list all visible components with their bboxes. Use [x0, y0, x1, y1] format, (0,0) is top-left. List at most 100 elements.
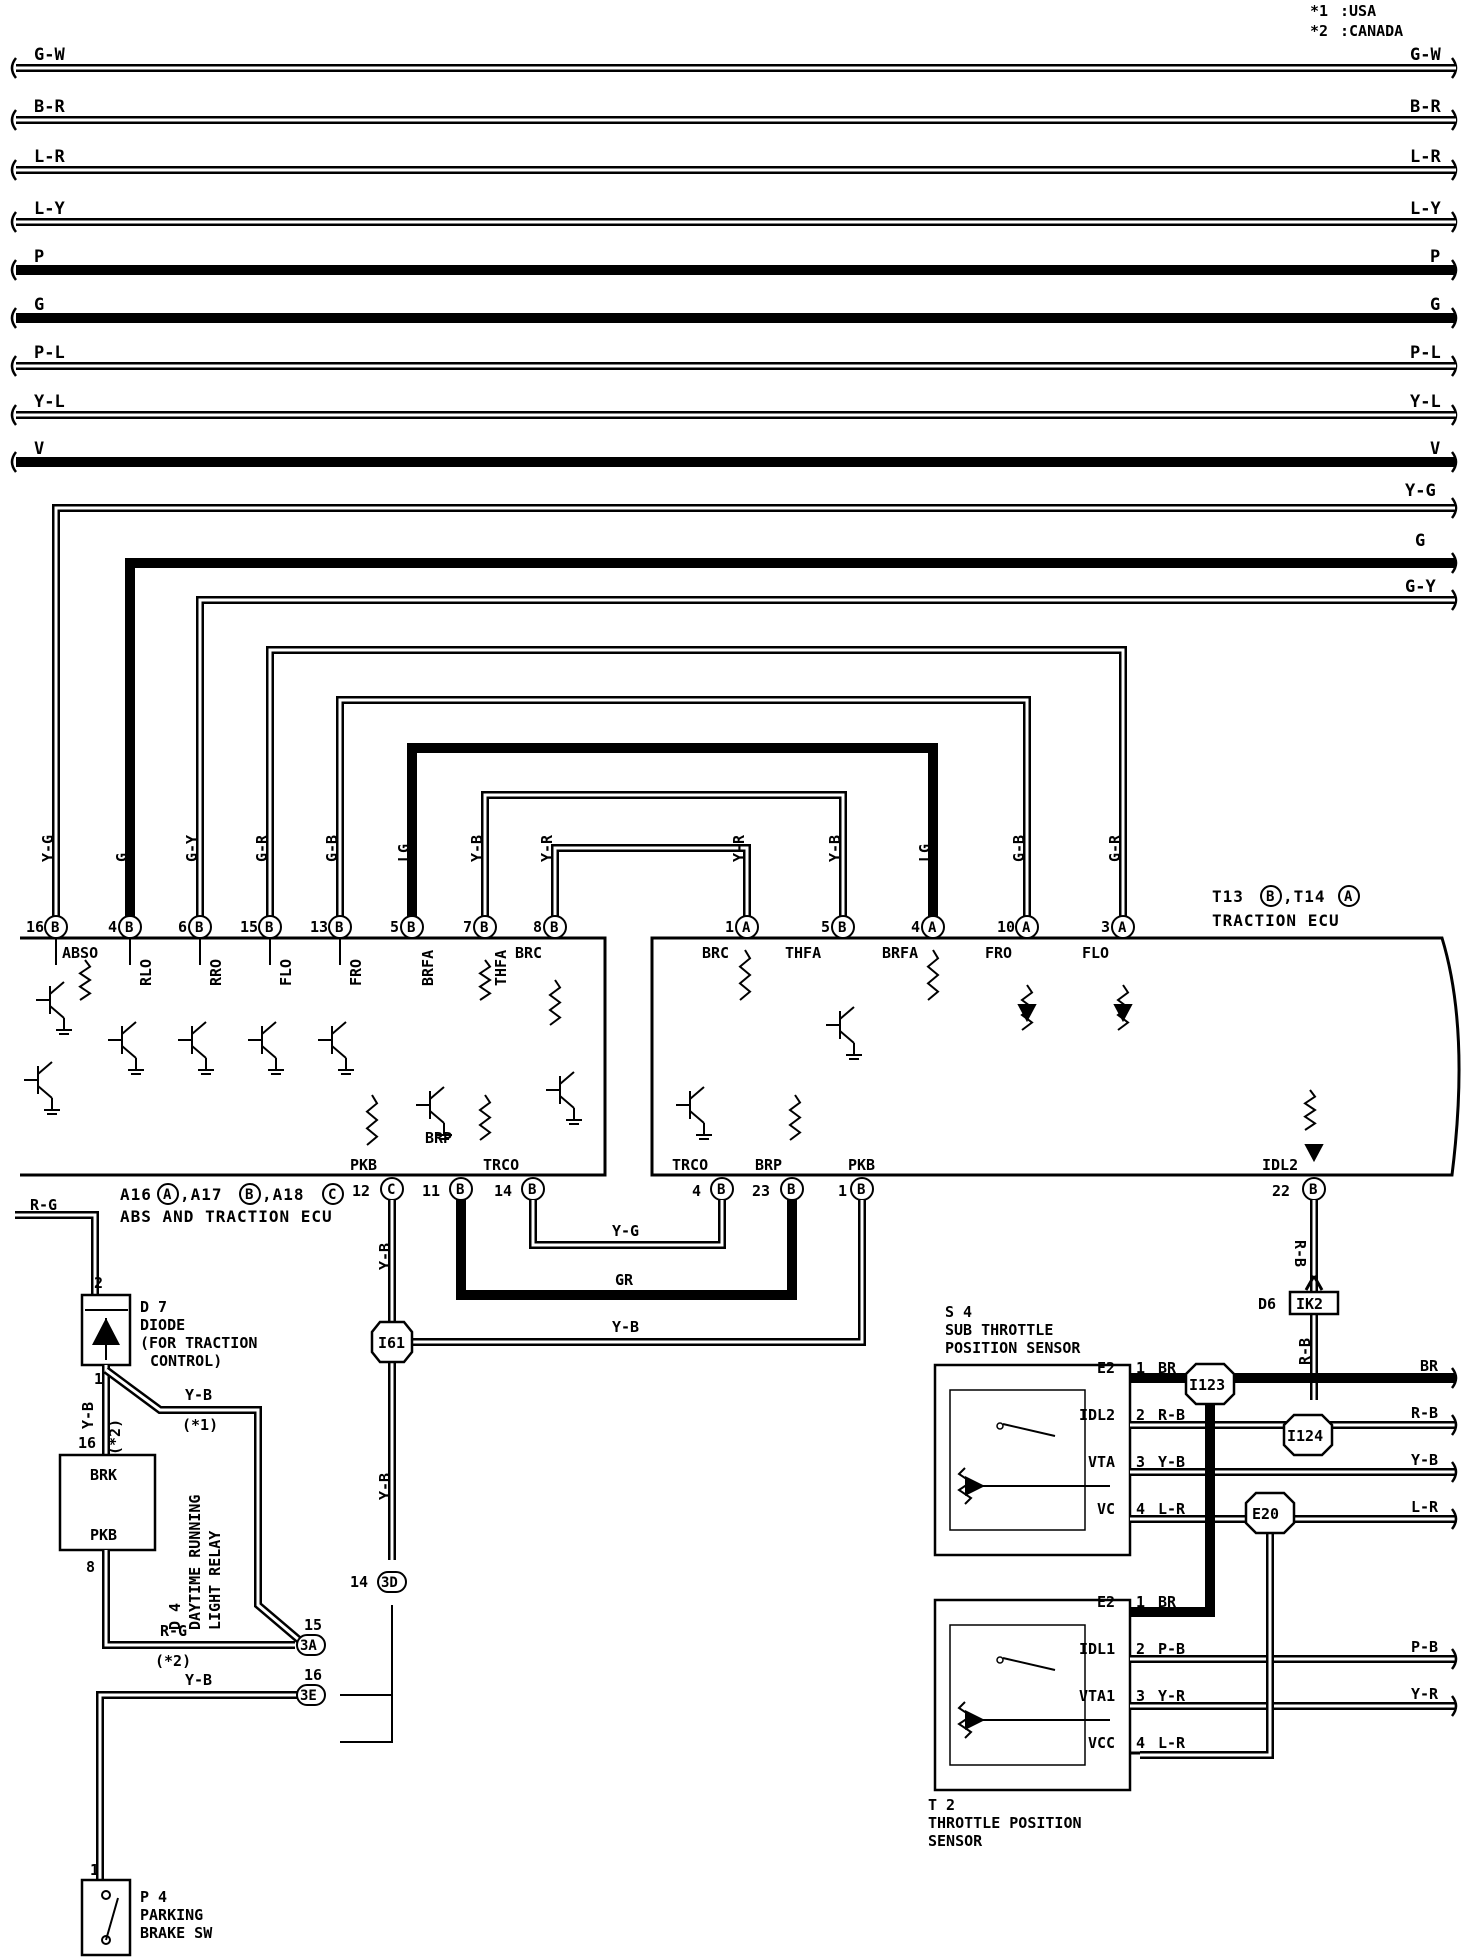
- sensor-wire-right-label: R-B: [1411, 1404, 1438, 1422]
- abs-signal-label: RLO: [137, 959, 155, 986]
- pin-connector-letter: B: [195, 920, 203, 936]
- tcs-pkb-signal: PKB: [848, 1156, 875, 1174]
- wire-yb-diode: Y-B: [79, 1402, 97, 1429]
- pin-wire-color: G: [113, 853, 131, 862]
- abs-signal-label: THFA: [492, 950, 510, 986]
- junctions: I61 IK2 D6: [370, 1275, 1340, 1364]
- abs-pkb-signal: PKB: [350, 1156, 377, 1174]
- abs-title-p2: ,A17: [180, 1185, 223, 1204]
- bus-right-label: V: [1430, 439, 1440, 459]
- sensor-pin-num: 3: [1136, 1453, 1145, 1471]
- bus-left-label: P: [34, 247, 44, 267]
- transistor-emitter: [559, 1095, 575, 1109]
- resistor: [548, 979, 562, 1026]
- abs-signal-label: FLO: [277, 959, 295, 986]
- diode-sub2: CONTROL): [150, 1352, 222, 1370]
- pin-connector-letter: B: [838, 920, 846, 936]
- bus-right-break: [1450, 589, 1458, 611]
- sensor-pin-num: 4: [1136, 1500, 1145, 1518]
- tcs-idl2-num: 22: [1272, 1182, 1290, 1200]
- transistor-emitter: [331, 1045, 347, 1059]
- pin-wire-color: Y-B: [826, 835, 844, 862]
- s4-id: S 4: [945, 1303, 972, 1321]
- abs-pkb-num: 12: [352, 1182, 370, 1200]
- bus-left-break: [10, 451, 18, 473]
- note-2b: (*2): [155, 1652, 191, 1670]
- pin-number: 4: [108, 918, 117, 936]
- region-notes: *1 :USA *2 :CANADA: [1310, 2, 1403, 40]
- pin-connector-letter: B: [480, 920, 488, 936]
- diode-pin-bot: 1: [94, 1370, 103, 1388]
- abs-title-c1: A: [163, 1187, 172, 1203]
- pin-number: 5: [390, 918, 399, 936]
- resistor: [78, 959, 92, 1001]
- pin-number: 8: [533, 918, 542, 936]
- wire-trco-label: Y-G: [612, 1222, 639, 1240]
- bus-left-break: [10, 57, 18, 79]
- transistor-collector: [121, 1021, 137, 1035]
- small-connectors: 3D 14 3A 15 3E 16: [296, 1571, 407, 1706]
- sensor-wire-color: BR: [1158, 1593, 1177, 1611]
- pin-connector-letter: B: [51, 920, 59, 936]
- abs-brp-signal: BRP: [425, 1129, 452, 1147]
- wire-break: [1450, 1508, 1458, 1530]
- sensor-terminal: VTA: [1088, 1453, 1115, 1471]
- abs-trco-signal: TRCO: [483, 1156, 519, 1174]
- transistor-collector: [689, 1086, 705, 1100]
- pin-wire-color: G-B: [1010, 835, 1028, 862]
- pin-wire-color: LG: [916, 844, 934, 862]
- wire-abs-pkb-label: Y-B: [376, 1243, 394, 1270]
- tcs-idl2-conn: B: [1309, 1182, 1317, 1198]
- pin-number: 7: [463, 918, 472, 936]
- sensor-wire-right-label: Y-R: [1411, 1685, 1439, 1703]
- bus-right-break: [1450, 552, 1458, 574]
- pin-wire-color: Y-G: [39, 835, 57, 862]
- sensor-wire-color: BR: [1158, 1359, 1177, 1377]
- resistor: [738, 949, 752, 1001]
- note-2a: (*2): [106, 1419, 124, 1455]
- bus-left-label: B-R: [34, 97, 65, 117]
- bus-left-label: G-W: [34, 45, 65, 65]
- bus-left-break: [10, 109, 18, 131]
- junction-e20: E20: [1252, 1505, 1279, 1523]
- pin-connector-ring: [543, 915, 567, 939]
- pin-number: 6: [178, 918, 187, 936]
- tcs-trco-conn: B: [717, 1182, 725, 1198]
- pin-number: 1: [725, 918, 734, 936]
- pin-number: 4: [911, 918, 920, 936]
- diode-sub1: (FOR TRACTION: [140, 1334, 257, 1352]
- resistor: [365, 1094, 379, 1146]
- wire-yb-park: Y-B: [185, 1671, 212, 1689]
- diode-name: DIODE: [140, 1316, 185, 1334]
- pin-connector-ring: [1015, 915, 1039, 939]
- wire-break: [1450, 1461, 1458, 1483]
- s4-sensor: S 4 SUB THROTTLE POSITION SENSOR: [933, 1303, 1132, 1557]
- abs-signal-label: RRO: [207, 959, 225, 986]
- switch-contact: [996, 1656, 1004, 1664]
- abs-signal-label: ABSO: [62, 944, 98, 962]
- bus-g-right-label: G: [1415, 531, 1425, 551]
- pin-number: 16: [26, 918, 44, 936]
- transistor-collector: [261, 1021, 277, 1035]
- wire-rg-bot: R-G: [160, 1622, 187, 1640]
- bus-right-label: L-R: [1410, 147, 1441, 167]
- sensor-pin-num: 1: [1136, 1359, 1145, 1377]
- pin-wire-color: G-R: [1106, 834, 1124, 862]
- wire-idl2-label: R-B: [1291, 1240, 1309, 1267]
- conn-3d-id: 3D: [381, 1575, 398, 1591]
- tcs-idl2-signal: IDL2: [1262, 1156, 1298, 1174]
- conn-3e-num: 16: [304, 1666, 322, 1684]
- abs-trco-conn: B: [528, 1182, 536, 1198]
- pin-wire-color: Y-B: [468, 835, 486, 862]
- tcs-title-conn1: B: [1266, 889, 1274, 905]
- relay-pin-bot: 8: [86, 1558, 95, 1576]
- tcs-trco-signal: TRCO: [672, 1156, 708, 1174]
- park-sw-name1: PARKING: [140, 1906, 203, 1924]
- sensor-pin-num: 1: [1136, 1593, 1145, 1611]
- wire-break: [1450, 1414, 1458, 1436]
- pin-connector-ring: [400, 915, 424, 939]
- pin-wire-color: G-B: [323, 835, 341, 862]
- sensor-terminal: E2: [1097, 1359, 1115, 1377]
